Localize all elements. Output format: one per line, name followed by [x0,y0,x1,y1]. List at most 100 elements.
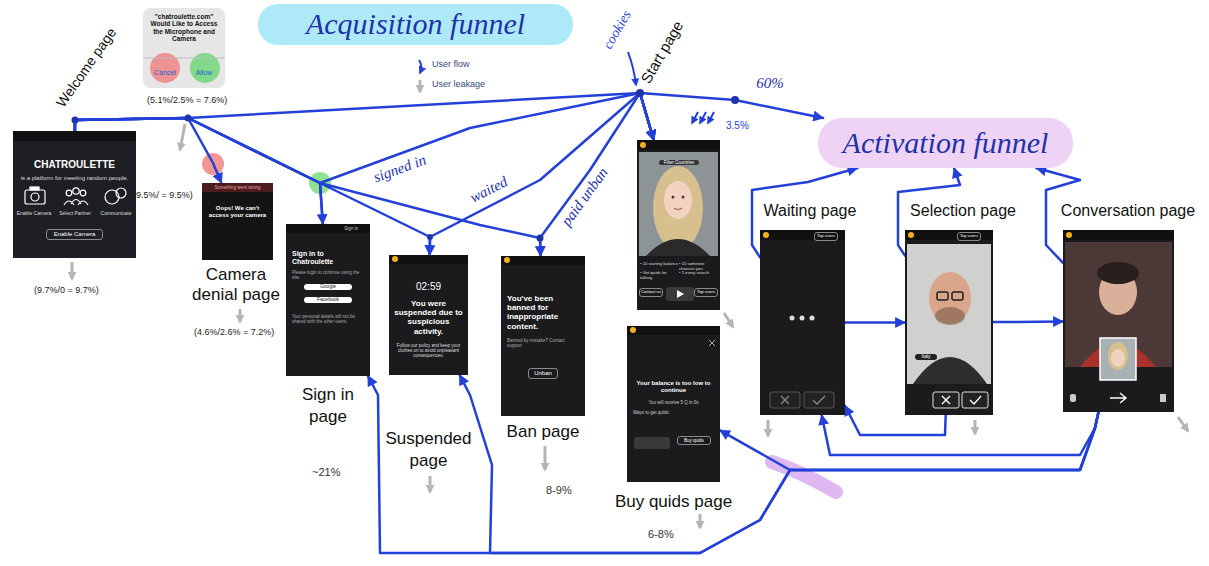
selection-photo [907,244,991,384]
percentage-label: 3.5% [726,120,749,132]
leakage-arrow [71,262,74,279]
start-photo [682,196,685,199]
screen-text: Buy quids [677,436,711,445]
start-photo [653,166,703,250]
junction-dot [537,235,544,242]
leakage-arrow [239,309,242,322]
screen-text: Italy [915,354,937,360]
screen-text: Your personal details will not be shared… [292,314,364,324]
leakage-arrow [72,80,1188,528]
screen-top-bar [13,131,136,141]
permission-dialog: "chatroulette.com" Would Like to Access … [143,8,225,88]
start-photo [677,290,684,298]
screen-text: Something went wrong [202,185,273,190]
screen-text: Cancel [148,69,182,77]
funnel-banner: Activation funnel [818,118,1073,168]
start-photo [646,239,710,256]
leakage-arrow [429,476,432,492]
screen-text: Ways to get quids: [633,410,714,415]
screen-text: Top users [694,288,718,297]
legend-text: User flow [432,59,470,69]
selection-photo [970,396,981,404]
screen-text: "chatroulette.com" Would Like to Access … [146,13,222,43]
screen-top-bar [13,131,1174,335]
page-caption: Camera denial page [186,265,286,305]
coin-icon [504,257,510,263]
screen-top-bar [905,230,993,240]
coin-icon [908,232,914,238]
leakage-arrow [767,420,770,436]
edge-label: signed in [371,152,428,187]
start-photo [674,208,682,210]
junction-dot [72,89,740,242]
conversation-photo [1070,394,1076,402]
screen-text: Sign in [332,226,358,231]
selection-photo [937,292,948,300]
screen-text: • 10 starting balance [640,262,678,267]
leakage-arrow [1178,417,1188,431]
conversation-photo [1065,242,1172,367]
leakage-arrow [419,80,422,92]
screen-mockup: Buy quids pageYour balance is too low to… [627,326,720,482]
welcome-icons [25,190,45,204]
screen-top-bar [760,230,845,240]
annotation-arrow [708,112,714,123]
screen-text: Sign in to Chatroulette [292,250,364,266]
screen-mockup: Camera denial pageSomething went wrongOo… [202,183,273,260]
flow-arrow [430,93,654,255]
welcome-icons [73,188,79,194]
screen-text: Your balance is too low to continue [633,380,714,394]
screen-mockup: Start pageFilter Countries• 10 starting … [637,140,720,310]
junction-dot [427,234,433,240]
welcome-icons [80,190,86,196]
selection-photo [933,392,959,408]
screen-mockup: Sign in pageSign inSign in to Chatroulet… [286,224,370,376]
edge-label: paid unban [558,164,612,229]
conversation-photo [1097,262,1139,284]
page-caption: Waiting page [755,202,865,220]
flow-arrow [822,412,1099,455]
annotation-arrow [692,112,698,123]
screen-top-bar [286,224,370,233]
funnel-banner: Acquisition funnel [258,4,573,45]
start-photo [664,181,692,219]
page-caption: Ban page [491,422,595,442]
annotation-arrow [419,60,421,73]
screen-text: Google [304,284,352,290]
screen-top-bar [202,183,273,192]
selection-photo [962,392,988,408]
percentage-label: (4.6%/2.6% = 7.2%) [194,327,274,337]
selection-photo [907,244,991,408]
junction-dot [636,89,644,97]
welcome-icons [30,187,39,190]
permission-buttons [190,53,220,83]
page-caption: Conversation page [1055,202,1201,220]
legend-text: User leakage [432,79,485,89]
flow-arrow [320,93,654,224]
waiting-chrome [781,396,789,404]
welcome-icons [105,190,119,204]
conversation-photo [1111,349,1125,367]
waiting-chrome [770,392,800,408]
start-photo [672,196,675,199]
screen-text: Banned by mistake? Contact support [507,338,579,348]
screen-mockup: Selection pageTop usersItaly [905,230,993,415]
screen-text: You will receive 5 Q in 0s [633,400,714,405]
page-caption: Welcome page [53,25,120,111]
waiting-chrome [770,316,834,409]
screen-text: Allow [187,69,221,77]
waiting-chrome [813,396,825,404]
start-photo [639,152,718,256]
screen-text: Oops! We can't access your camera [206,205,269,219]
page-caption: Sign in page [281,384,375,428]
conversation-photo [1065,242,1172,403]
annotation-arrow [419,52,714,123]
screen-text: Filter Countries [659,160,699,165]
flow-arrow [720,412,1099,470]
flow-arrow [640,93,823,140]
screen-mockup: Conversation page [1063,230,1174,412]
percentage-label: (9.5%/ = 9.5%) [133,190,193,200]
buy-quids-chrome [634,437,670,449]
screen-mockup: Welcome pageCHATROULETTEis a platform fo… [13,131,136,258]
